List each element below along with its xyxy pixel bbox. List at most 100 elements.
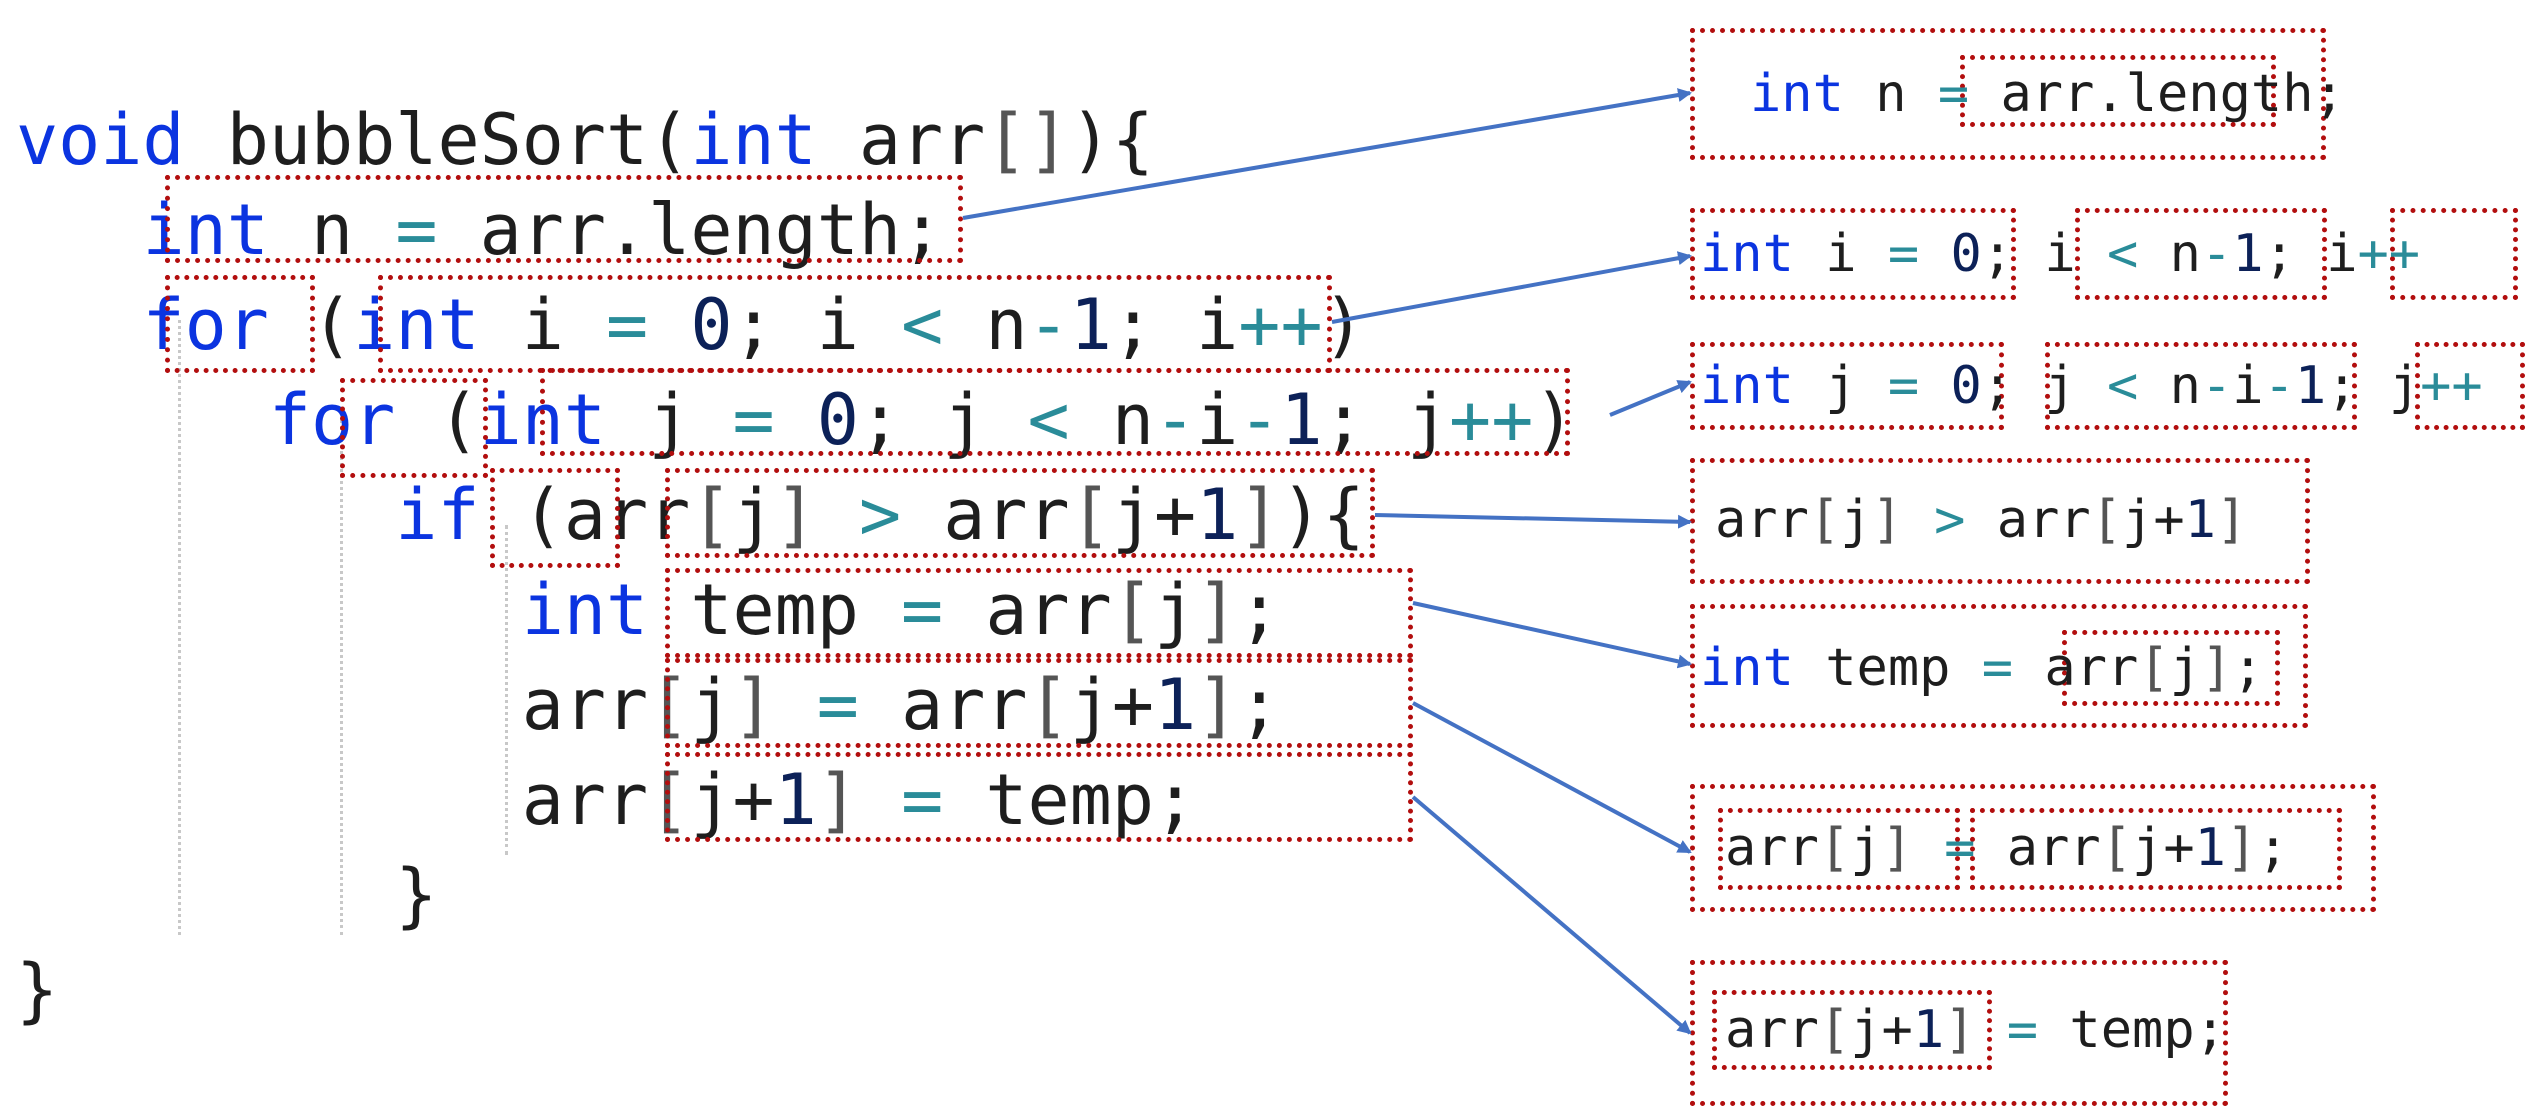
snippet-box-n	[1690, 28, 2326, 160]
code-token: ; j	[2326, 356, 2421, 416]
code-token: arr	[1725, 818, 1819, 878]
code-token: ;	[1238, 569, 1281, 651]
code-token: [	[2138, 638, 2170, 698]
code-token: int	[1700, 356, 1794, 416]
box-swap-statement	[665, 658, 1413, 748]
code-token: j	[606, 379, 733, 461]
code-token: ;	[1238, 664, 1281, 746]
code-token: ){	[1280, 474, 1365, 556]
arrow-condition	[1374, 513, 1692, 529]
code-token: (	[395, 379, 480, 461]
code-token: <	[2107, 356, 2139, 416]
code-token: bubbleSort(	[184, 99, 691, 181]
code-token: 0	[1950, 356, 1982, 416]
code-token: 1	[1280, 379, 1323, 461]
arrow-i	[1331, 251, 1692, 324]
code-token: int	[1700, 224, 1794, 284]
snippet-box-n-part	[1960, 55, 2276, 127]
code-token: j+	[2122, 490, 2185, 550]
code-token: =	[901, 569, 944, 651]
code-token: =	[395, 189, 438, 271]
code-token: n	[1069, 379, 1154, 461]
box-for-keyword-outer	[165, 275, 315, 373]
code-token: int	[1750, 64, 1844, 124]
code-line-n-assign: int n = arr.length;	[16, 195, 943, 265]
snippet-box-j-init	[1690, 342, 2004, 430]
snippet-box-swap-right	[1970, 808, 2342, 890]
code-token: >	[858, 474, 902, 556]
code-token: [	[1069, 474, 1112, 556]
code-token: }	[16, 949, 59, 1031]
snippet-box-swap	[1690, 784, 2376, 912]
code-token: j	[690, 664, 733, 746]
code-token: j	[732, 474, 775, 556]
snippet-restore: arr[j+1] = temp;	[1725, 1004, 2226, 1056]
code-token: j+	[1069, 664, 1154, 746]
box-restore-statement	[665, 752, 1413, 842]
code-token: n	[943, 284, 1028, 366]
code-token: j	[1793, 356, 1888, 416]
code-token: n	[2138, 224, 2201, 284]
code-token: =	[901, 759, 944, 841]
snippet-box-condition	[1690, 458, 2310, 584]
code-token: []	[985, 99, 1070, 181]
code-token: ++	[2420, 356, 2483, 416]
code-token: for	[268, 379, 396, 461]
code-token: [	[1111, 569, 1154, 651]
code-token: n	[2138, 356, 2201, 416]
code-token: -	[2263, 356, 2295, 416]
code-token: ]	[1944, 1000, 1976, 1060]
code-token: ]	[816, 759, 859, 841]
snippet-i: int i = 0; i < n-1; i++	[1700, 228, 2420, 280]
code-token: j+	[2132, 818, 2195, 878]
code-token: ]	[2225, 818, 2258, 878]
indent-guide	[340, 420, 343, 935]
code-token: ]	[774, 474, 817, 556]
code-token: arr	[521, 664, 649, 746]
arrow-j	[1609, 380, 1692, 417]
indent-guide	[178, 320, 181, 935]
code-token: temp	[1793, 638, 1982, 698]
code-token: 1	[1196, 474, 1239, 556]
code-token: temp;	[2038, 1000, 2226, 1060]
code-token: =	[816, 664, 859, 746]
code-token: for	[142, 284, 269, 366]
code-token: arr	[1715, 490, 1809, 550]
code-token: int	[1700, 638, 1794, 698]
code-token: ]	[732, 664, 775, 746]
code-token: ; j	[1981, 356, 2108, 416]
code-token: =	[606, 284, 649, 366]
code-token: arr	[816, 99, 986, 181]
code-token: arr	[1975, 818, 2101, 878]
code-token: -	[1027, 284, 1070, 366]
code-token: ;	[2257, 818, 2289, 878]
code-token: j+	[1850, 1000, 1913, 1060]
code-line-if-close: }	[16, 860, 437, 930]
code-token: j	[2169, 638, 2201, 698]
arrow-temp	[1412, 601, 1692, 669]
code-token: }	[395, 854, 438, 936]
code-token: ; i	[732, 284, 902, 366]
box-if-keyword	[490, 468, 620, 568]
code-token: -	[1238, 379, 1281, 461]
code-token: int	[690, 99, 817, 181]
code-token: [	[2090, 490, 2123, 550]
code-token: arr	[1725, 1000, 1819, 1060]
code-token: 1	[1912, 1000, 1945, 1060]
code-token: i	[1196, 379, 1239, 461]
code-token: [	[690, 474, 733, 556]
code-token: ; i	[1981, 224, 2108, 284]
code-token: [	[1818, 1000, 1851, 1060]
code-token: arr	[858, 664, 1028, 746]
code-token: int	[353, 284, 480, 366]
code-token: [	[1027, 664, 1070, 746]
arrow-swap	[1412, 701, 1692, 854]
code-token: ]	[1238, 474, 1281, 556]
code-token: temp;	[943, 759, 1197, 841]
code-line-outer-for: for (int i = 0; i < n-1; i++)	[16, 290, 1364, 360]
code-token: ++	[1238, 284, 1323, 366]
code-token: -	[2200, 356, 2233, 416]
code-token: 1	[2184, 490, 2216, 550]
snippet-box-j-cond	[2045, 342, 2357, 430]
code-token: -	[2200, 224, 2233, 284]
